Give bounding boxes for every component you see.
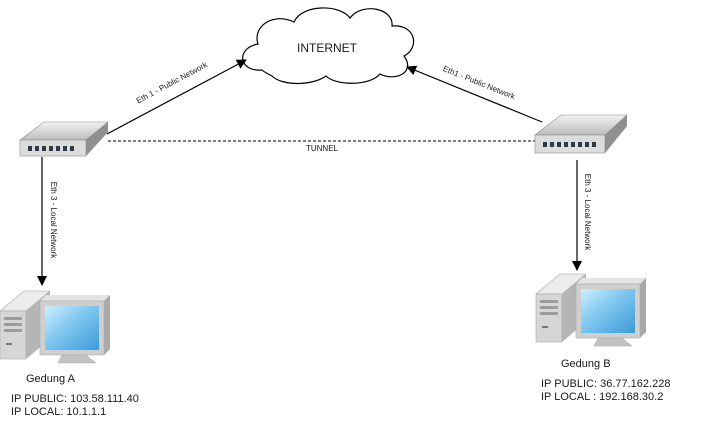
cloud-icon xyxy=(242,7,415,85)
router-icon xyxy=(534,114,628,154)
computer-b xyxy=(535,273,646,347)
router-a xyxy=(19,121,109,157)
desktop-computer-icon xyxy=(0,290,110,364)
computer-a xyxy=(0,290,110,364)
site-a-name: Gedung A xyxy=(26,373,75,385)
site-a-ip-public: IP PUBLIC: 103.58.111.40 xyxy=(11,393,139,405)
desktop-computer-icon xyxy=(535,273,646,347)
left-local-link-label: Eth 3 - Local Network xyxy=(49,182,58,259)
router-icon xyxy=(19,121,109,157)
internet-cloud: INTERNET xyxy=(242,7,415,85)
site-b-name: Gedung B xyxy=(561,358,611,370)
right-public-link xyxy=(406,65,543,123)
site-b-ip-public: IP PUBLIC: 36.77.162.228 xyxy=(541,378,671,390)
left-public-link-label: Eth 1 - Public Network xyxy=(135,60,210,106)
router-b xyxy=(534,114,628,154)
site-b-ip-local: IP LOCAL : 192.168.30.2 xyxy=(541,391,664,403)
site-a-ip-local: IP LOCAL: 10.1.1.1 xyxy=(11,406,107,418)
right-local-link-label: Eth 3 - Local Network xyxy=(583,174,592,251)
links: Eth 1 - Public Network Eth1 - Public Net… xyxy=(37,59,592,286)
internet-label: INTERNET xyxy=(297,41,358,55)
tunnel-label: TUNNEL xyxy=(306,144,339,153)
left-public-link xyxy=(106,59,247,135)
